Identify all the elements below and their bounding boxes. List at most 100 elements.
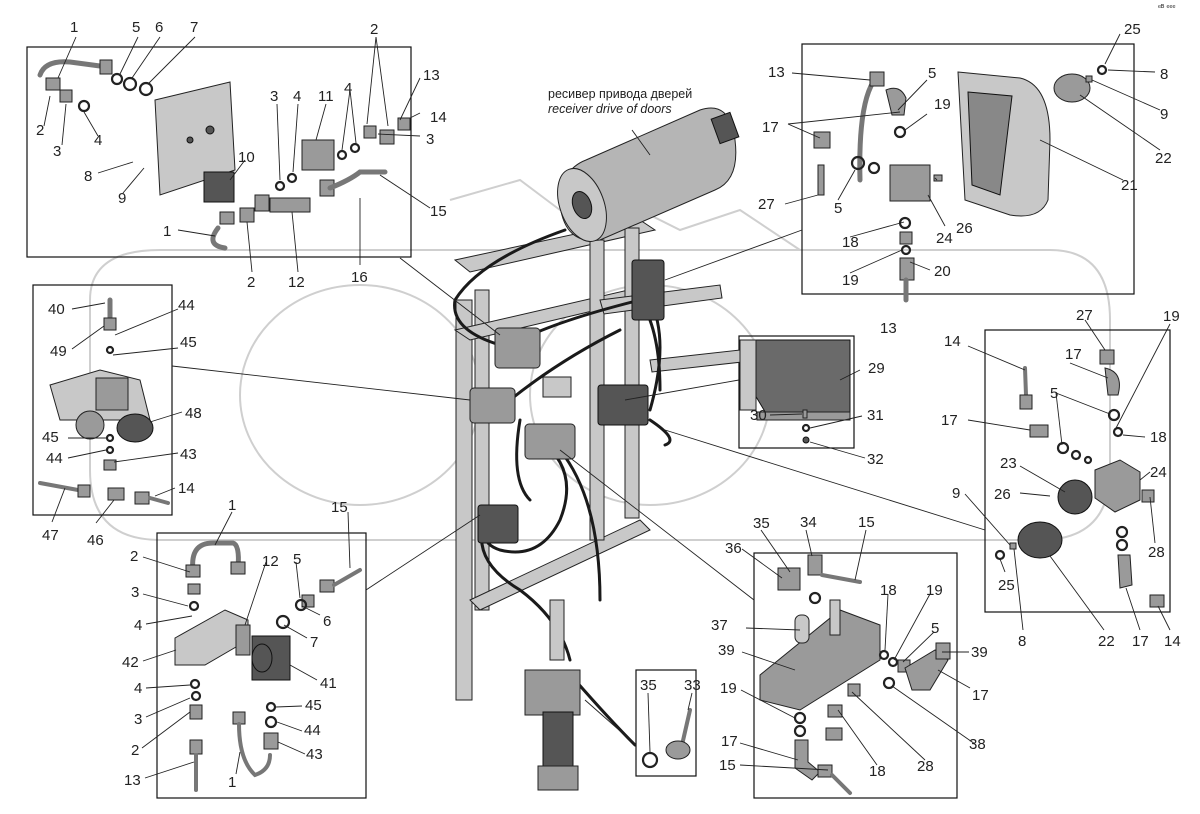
callout: 3 xyxy=(131,584,139,601)
callout: 44 xyxy=(304,722,321,739)
callout: 19 xyxy=(720,680,737,697)
callout: 4 xyxy=(134,680,142,697)
callout: 6 xyxy=(323,613,331,630)
callout: 4 xyxy=(94,132,102,149)
callout: 5 xyxy=(293,551,301,568)
callout: 19 xyxy=(934,96,951,113)
inset-right-parts xyxy=(739,339,866,459)
callout: 36 xyxy=(725,540,742,557)
callout: 44 xyxy=(178,297,195,314)
callout: 1 xyxy=(228,497,236,514)
callout: 2 xyxy=(36,122,44,139)
callout: 7 xyxy=(310,634,318,651)
panel-top-right xyxy=(801,43,1135,295)
callout: 4 xyxy=(134,617,142,634)
callout: 24 xyxy=(1150,464,1167,481)
callout: 29 xyxy=(868,360,885,377)
callout: 17 xyxy=(1065,346,1082,363)
inset-bottom xyxy=(635,669,697,777)
receiver-label-en: receiver drive of doors xyxy=(548,102,672,116)
callout: 14 xyxy=(430,109,447,126)
callout: 4 xyxy=(293,88,301,105)
callout: 27 xyxy=(758,196,775,213)
callout: 1 xyxy=(228,774,236,791)
callout: 13 xyxy=(768,64,785,81)
callout: 18 xyxy=(842,234,859,251)
callout: 37 xyxy=(711,617,728,634)
callout: 9 xyxy=(952,485,960,502)
panel-right-mid xyxy=(984,329,1171,613)
panel-bottom-right-labels: 35 34 36 15 18 19 37 5 39 39 17 19 38 17… xyxy=(711,514,989,780)
callout: 39 xyxy=(971,644,988,661)
callout: 2 xyxy=(370,21,378,38)
callout: 40 xyxy=(48,301,65,318)
callout: 15 xyxy=(331,499,348,516)
callout: 13 xyxy=(880,320,897,337)
callout: 23 xyxy=(1000,455,1017,472)
callout: 41 xyxy=(320,675,337,692)
callout: 5 xyxy=(928,65,936,82)
receiver-label-ru: ресивер привода дверей xyxy=(548,87,692,101)
callout: 1 xyxy=(163,223,171,240)
callout: 43 xyxy=(180,446,197,463)
callout: 43 xyxy=(306,746,323,763)
callout: 5 xyxy=(834,200,842,217)
callout: 47 xyxy=(42,527,59,544)
callout: 22 xyxy=(1155,150,1172,167)
callout: 15 xyxy=(858,514,875,531)
callout: 13 xyxy=(423,67,440,84)
callout: 26 xyxy=(994,486,1011,503)
central-frame-structure xyxy=(453,219,743,701)
panel-top-left xyxy=(26,46,412,258)
callout: 39 xyxy=(718,642,735,659)
callout: 7 xyxy=(190,19,198,36)
inset-bottom-parts xyxy=(641,692,693,769)
callout: 5 xyxy=(132,19,140,36)
callout: 19 xyxy=(842,272,859,289)
callout: 14 xyxy=(178,480,195,497)
callout: 18 xyxy=(1150,429,1167,446)
panel-left-mid-labels: 40 44 49 45 48 45 44 43 47 46 14 xyxy=(42,297,202,549)
callout: 13 xyxy=(124,772,141,789)
panel-right-mid-labels: 27 19 14 17 5 18 17 23 24 26 9 28 25 8 2… xyxy=(941,307,1181,650)
panel-top-left-labels: 1 5 6 7 2 13 14 2 3 4 4 3 4 11 3 8 9 10 … xyxy=(36,19,447,291)
callout: 20 xyxy=(934,263,951,280)
callout: 14 xyxy=(944,333,961,350)
callout: 48 xyxy=(185,405,202,422)
callout: 28 xyxy=(917,758,934,775)
callout: 26 xyxy=(956,220,973,237)
callout: 2 xyxy=(131,742,139,759)
inset-right xyxy=(738,335,855,449)
callout: 35 xyxy=(640,677,657,694)
callout: 9 xyxy=(1160,106,1168,123)
callout: 27 xyxy=(1076,307,1093,324)
callout: 25 xyxy=(998,577,1015,594)
door-drive-receiver xyxy=(557,107,740,242)
callout: 5 xyxy=(931,620,939,637)
callout: 31 xyxy=(867,407,884,424)
callout: 3 xyxy=(270,88,278,105)
callout: 3 xyxy=(53,143,61,160)
panel-top-right-labels: 25 13 5 8 17 19 9 22 21 27 5 26 24 18 19… xyxy=(758,21,1172,337)
callout: 45 xyxy=(42,429,59,446)
inset-bottom-labels: 35 33 xyxy=(640,677,701,694)
callout: 34 xyxy=(800,514,817,531)
callout: 24 xyxy=(936,230,953,247)
callout: 19 xyxy=(926,582,943,599)
callout: 19 xyxy=(1163,308,1180,325)
callout: 2 xyxy=(247,274,255,291)
callout: 17 xyxy=(762,119,779,136)
callout: 35 xyxy=(753,515,770,532)
callout: 15 xyxy=(430,203,447,220)
callout: 8 xyxy=(1018,633,1026,650)
callout: 10 xyxy=(238,149,255,166)
callout: 42 xyxy=(122,654,139,671)
callout: 45 xyxy=(305,697,322,714)
callout: 33 xyxy=(684,677,701,694)
callout: 16 xyxy=(351,269,368,286)
callout: 3 xyxy=(134,711,142,728)
callout: 8 xyxy=(1160,66,1168,83)
central-components xyxy=(469,259,665,791)
corner-mark: ᵉᴮ ᵉᵉᵉ xyxy=(1158,3,1175,12)
callout: 15 xyxy=(719,757,736,774)
